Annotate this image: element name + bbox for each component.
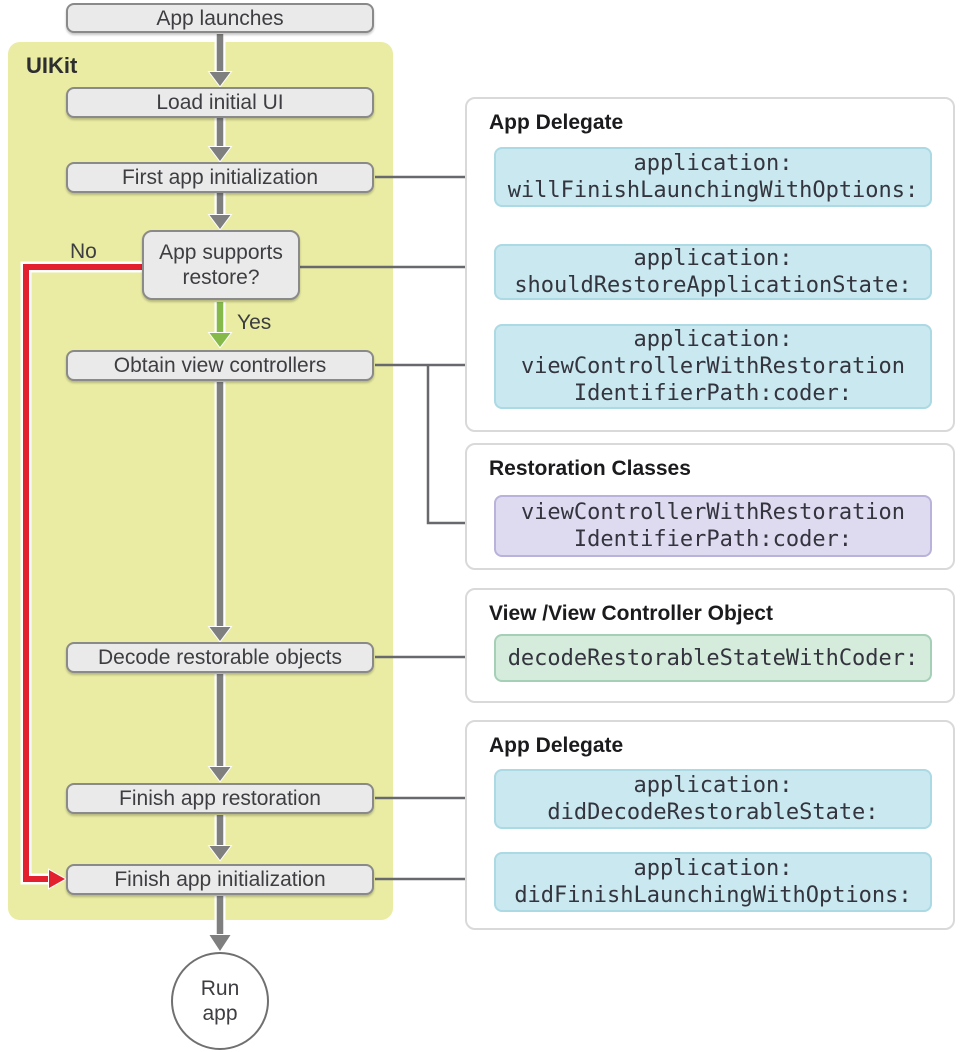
- node-obtain-view-controllers-label: Obtain view controllers: [113, 354, 327, 377]
- panel-view-controller-object: View /View Controller Object decodeResto…: [465, 588, 955, 703]
- flow-arrow-finish-restoration-to-finish-init: [207, 815, 233, 862]
- node-app-supports-restore-label: App supports restore?: [159, 241, 283, 289]
- node-finish-app-restoration: Finish app restoration: [66, 783, 374, 814]
- node-decode-restorable-objects: Decode restorable objects: [66, 642, 374, 673]
- branch-label-yes: Yes: [237, 311, 272, 334]
- node-load-initial-ui-label: Load initial UI: [156, 91, 284, 114]
- panel-restoration-classes-title: Restoration Classes: [489, 457, 691, 480]
- method-will-finish-launching: application: willFinishLaunchingWithOpti…: [494, 147, 932, 207]
- panel-restoration-classes: Restoration Classes viewControllerWithRe…: [465, 443, 955, 570]
- panel-app-delegate-bottom: App Delegate application: didDecodeResto…: [465, 720, 955, 930]
- panel-app-delegate-bottom-title: App Delegate: [489, 734, 624, 757]
- node-finish-app-initialization-label: Finish app initialization: [114, 868, 326, 891]
- method-decode-restorable-state-with-coder: decodeRestorableStateWithCoder:: [494, 634, 932, 682]
- flow-arrow-first-init-to-decision: [207, 193, 233, 231]
- yes-branch-arrow: [207, 302, 233, 349]
- node-run-app: Run app: [171, 952, 269, 1050]
- flow-arrow-decode-to-finish-restoration: [207, 674, 233, 783]
- method-did-finish-launching: application: didFinishLaunchingWithOptio…: [494, 852, 932, 912]
- uikit-container-label: UIKit: [26, 53, 78, 78]
- method-did-decode-restorable-state: application: didDecodeRestorableState:: [494, 769, 932, 829]
- node-load-initial-ui: Load initial UI: [66, 87, 374, 118]
- node-finish-app-restoration-label: Finish app restoration: [119, 787, 321, 810]
- flow-arrow-obtain-to-decode: [207, 382, 233, 643]
- node-first-app-initialization: First app initialization: [66, 162, 374, 193]
- node-run-app-label: Run app: [200, 977, 240, 1025]
- method-viewcontroller-with-restoration-appdelegate: application: viewControllerWithRestorati…: [494, 324, 932, 409]
- no-branch-arrow: [20, 261, 143, 890]
- node-decode-restorable-objects-label: Decode restorable objects: [98, 646, 342, 669]
- branch-label-no: No: [70, 240, 97, 263]
- callout-decision-to-shouldrestore: [300, 258, 492, 276]
- node-first-app-initialization-label: First app initialization: [121, 166, 319, 189]
- node-app-launches: App launches: [66, 3, 374, 33]
- panel-app-delegate-top: App Delegate application: willFinishLaun…: [465, 97, 955, 432]
- panel-view-controller-object-title: View /View Controller Object: [489, 602, 773, 625]
- node-finish-app-initialization: Finish app initialization: [66, 864, 374, 895]
- flow-arrow-app-launches-to-load: [207, 34, 233, 88]
- node-app-supports-restore: App supports restore?: [142, 230, 300, 300]
- node-app-launches-label: App launches: [156, 6, 284, 30]
- method-viewcontroller-with-restoration-classes: viewControllerWithRestoration Identifier…: [494, 495, 932, 557]
- flow-arrow-load-to-first-init: [207, 118, 233, 163]
- node-obtain-view-controllers: Obtain view controllers: [66, 350, 374, 381]
- panel-app-delegate-top-title: App Delegate: [489, 111, 624, 134]
- method-should-restore-application-state: application: shouldRestoreApplicationSta…: [494, 244, 932, 300]
- flow-arrow-finish-init-to-run-app: [207, 896, 233, 953]
